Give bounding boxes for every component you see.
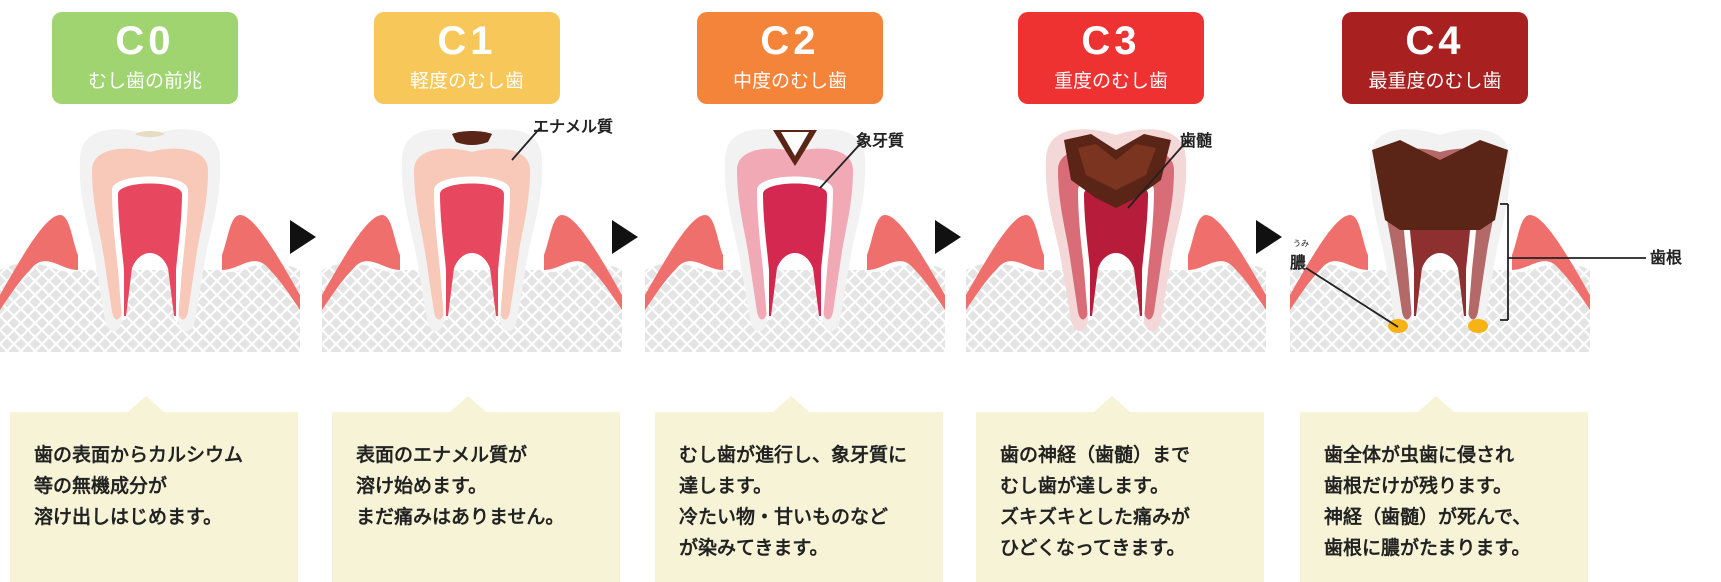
leader-line <box>820 142 862 188</box>
leader-line <box>1306 268 1398 327</box>
leader-line <box>512 128 540 160</box>
leader-line <box>1128 142 1186 208</box>
